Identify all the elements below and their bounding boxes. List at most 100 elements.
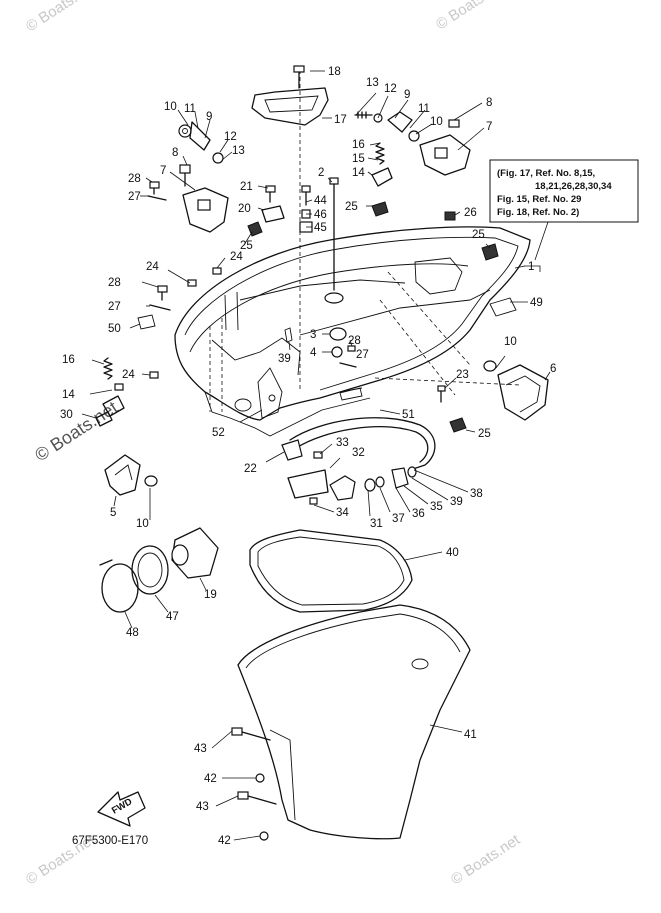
callout-labels: 18 17 13 12 9 11 10 8 7 10 11 9 12 13 8 … bbox=[60, 66, 556, 847]
callout-40: 40 bbox=[446, 547, 459, 559]
callout-11: 11 bbox=[184, 103, 196, 115]
callout-15: 15 bbox=[352, 153, 365, 165]
callout-28: 28 bbox=[348, 335, 361, 347]
ref-line-2: 18,21,26,28,30,34 bbox=[535, 181, 612, 192]
callout-19: 19 bbox=[204, 589, 217, 601]
callout-52: 52 bbox=[212, 427, 225, 439]
grommet-19-47-48 bbox=[99, 527, 219, 613]
callout-9: 9 bbox=[206, 111, 212, 123]
callout-10: 10 bbox=[164, 101, 177, 113]
callout-35: 35 bbox=[430, 501, 443, 513]
bottom-cowling bbox=[174, 70, 531, 437]
part-17-bracket bbox=[251, 87, 329, 126]
callout-23: 23 bbox=[456, 369, 469, 381]
callout-7: 7 bbox=[160, 165, 166, 177]
callout-27: 27 bbox=[356, 349, 369, 361]
watermark-group: © Boats.net © Boats.net © Boats.net © Bo… bbox=[23, 0, 524, 888]
callout-37: 37 bbox=[392, 513, 405, 525]
watermark-bottom-right: © Boats.net bbox=[448, 831, 524, 889]
callout-32: 32 bbox=[352, 447, 365, 459]
latch-6-10-23 bbox=[339, 360, 549, 433]
callout-45: 45 bbox=[314, 222, 327, 234]
ref-line-4: Fig. 18, Ref. No. 2) bbox=[497, 207, 579, 218]
callout-16: 16 bbox=[62, 354, 75, 366]
callout-28: 28 bbox=[108, 277, 121, 289]
callout-27: 27 bbox=[108, 301, 121, 313]
callout-8: 8 bbox=[172, 147, 178, 159]
fwd-arrow: FWD bbox=[97, 791, 146, 827]
callout-14: 14 bbox=[62, 389, 75, 401]
leader-lines bbox=[81, 70, 551, 841]
callout-33: 33 bbox=[336, 437, 349, 449]
watermark-top-right: © Boats.net bbox=[433, 0, 509, 33]
callout-14: 14 bbox=[352, 167, 365, 179]
sticker-49 bbox=[489, 297, 517, 317]
callout-34: 34 bbox=[336, 507, 349, 519]
callout-18: 18 bbox=[328, 66, 341, 78]
bolt-18 bbox=[293, 65, 305, 89]
callout-51: 51 bbox=[402, 409, 415, 421]
callout-9: 9 bbox=[404, 89, 410, 101]
callout-47: 47 bbox=[166, 611, 179, 623]
latch-assembly-right bbox=[354, 111, 471, 176]
callout-22: 22 bbox=[244, 463, 257, 475]
watermark-left: © Boats.net bbox=[31, 397, 121, 465]
callout-10: 10 bbox=[136, 518, 149, 530]
callout-43: 43 bbox=[194, 743, 207, 755]
callout-11: 11 bbox=[418, 103, 430, 115]
callout-6: 6 bbox=[550, 363, 556, 375]
callout-8: 8 bbox=[486, 97, 492, 109]
callout-5: 5 bbox=[110, 507, 116, 519]
diagram-code: 67F5300-E170 bbox=[72, 835, 148, 847]
parts-21-20-25 bbox=[247, 185, 499, 261]
callout-20: 20 bbox=[238, 203, 251, 215]
callout-36: 36 bbox=[412, 508, 425, 520]
callout-44: 44 bbox=[314, 195, 327, 207]
callout-3: 3 bbox=[310, 329, 316, 341]
callout-46: 46 bbox=[314, 209, 327, 221]
callout-41: 41 bbox=[464, 729, 477, 741]
callout-21: 21 bbox=[240, 181, 253, 193]
callout-27: 27 bbox=[128, 191, 141, 203]
callout-24: 24 bbox=[122, 369, 135, 381]
callout-28: 28 bbox=[128, 173, 141, 185]
callout-13: 13 bbox=[366, 77, 379, 89]
callout-25: 25 bbox=[472, 229, 485, 241]
callout-16: 16 bbox=[352, 139, 365, 151]
callout-4: 4 bbox=[310, 347, 317, 359]
callout-42: 42 bbox=[218, 835, 231, 847]
lower-cover-41 bbox=[237, 604, 471, 840]
callout-30: 30 bbox=[60, 409, 73, 421]
bolts-43-42 bbox=[231, 727, 277, 841]
callout-31: 31 bbox=[370, 518, 383, 530]
fwd-label: FWD bbox=[110, 796, 134, 816]
callout-17: 17 bbox=[334, 114, 347, 126]
callout-25: 25 bbox=[345, 201, 358, 213]
latch-assembly-left bbox=[178, 121, 229, 233]
callout-26: 26 bbox=[464, 207, 477, 219]
callout-10: 10 bbox=[430, 116, 443, 128]
callout-7: 7 bbox=[486, 121, 492, 133]
callout-42: 42 bbox=[204, 773, 217, 785]
callout-12: 12 bbox=[384, 83, 397, 95]
spring-16-top bbox=[371, 142, 393, 187]
callout-49: 49 bbox=[530, 297, 543, 309]
callout-50: 50 bbox=[108, 323, 121, 335]
callout-12: 12 bbox=[224, 131, 237, 143]
ref-line-3: Fig. 15, Ref. No. 29 bbox=[497, 194, 581, 205]
latch-5-10 bbox=[104, 454, 158, 496]
parts-28-27-top bbox=[147, 181, 167, 201]
parts-3-4-center bbox=[284, 327, 357, 368]
reference-box: (Fig. 17, Ref. No. 8,15, 18,21,26,28,30,… bbox=[489, 159, 639, 272]
ref-line-1: (Fig. 17, Ref. No. 8,15, bbox=[497, 168, 595, 179]
seal-40 bbox=[249, 529, 413, 613]
callout-48: 48 bbox=[126, 627, 139, 639]
watermark-top-left: © Boats.net bbox=[23, 0, 99, 35]
callout-13: 13 bbox=[232, 145, 245, 157]
callout-25: 25 bbox=[240, 240, 253, 252]
callout-10: 10 bbox=[504, 336, 517, 348]
callout-25: 25 bbox=[478, 428, 491, 440]
callout-24: 24 bbox=[146, 261, 159, 273]
callout-43: 43 bbox=[196, 801, 209, 813]
callout-39: 39 bbox=[278, 353, 291, 365]
